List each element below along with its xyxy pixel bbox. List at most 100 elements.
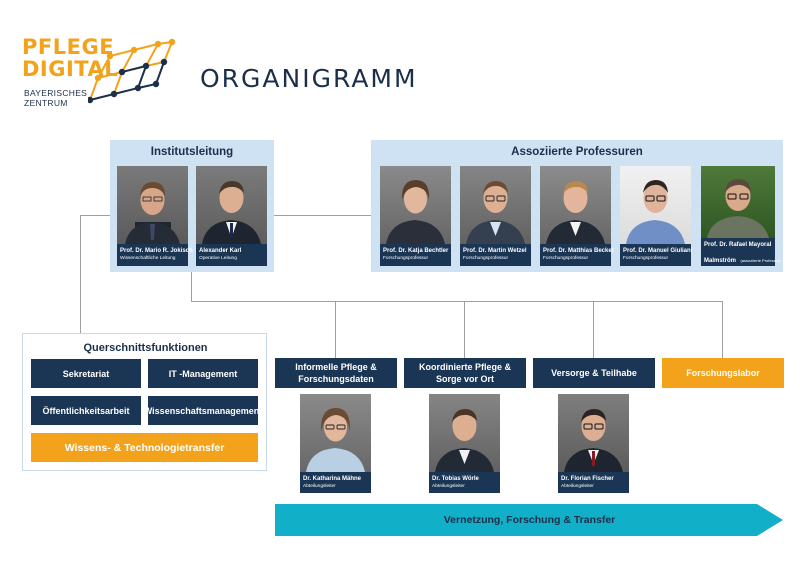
logo-sub1: BAYERISCHES: [24, 88, 88, 98]
portrait-icon: [435, 409, 494, 472]
person-caption: Dr. Katharina Mähne Abteilungsleiter: [300, 472, 371, 493]
wissenstransfer-box: Wissens- & Technologietransfer: [31, 433, 258, 462]
portrait-icon: [546, 181, 605, 244]
person-photo: [460, 166, 531, 244]
person-photo: [429, 394, 500, 472]
person-name: Prof. Dr. Manuel Giuliani: [623, 248, 693, 254]
oeffentlichkeitsarbeit-box: Öffentlichkeitsarbeit: [31, 396, 141, 425]
it-management-box: IT -Management: [148, 359, 258, 388]
abteilung-label: Versorge & Teilhabe: [551, 368, 637, 378]
person-card: Prof. Dr. Matthias Becker Forschungsprof…: [540, 166, 615, 266]
person-name: Prof. Dr. Mario R. Jokisch: [120, 248, 193, 254]
abteilung-label: Informelle Pflege &: [295, 362, 377, 372]
portrait-icon: [125, 182, 180, 244]
connector: [191, 272, 192, 301]
institutsleitung-title: Institutsleitung: [150, 146, 234, 158]
person-name: Prof. Dr. Rafael Mayoral: [704, 242, 772, 248]
person-name: Prof. Dr. Katja Bechtler: [383, 248, 449, 254]
connector: [80, 215, 81, 333]
institutsleitung-panel: Institutsleitung Prof. Dr. Mario R. Joki…: [110, 140, 274, 272]
logo: PFLEGE DIGITAL BAYERISCHES ZENTRUM: [22, 34, 182, 114]
portrait-icon: [466, 181, 525, 244]
person-name-row2: Malmström (assoziierte Professur): [704, 249, 780, 267]
person-card: Prof. Dr. Katja Bechtler Forschungsprofe…: [380, 166, 451, 266]
person-card: Dr. Florian Fischer Abteilungsleiter: [558, 394, 629, 493]
person-role: Abteilungsleiter: [303, 484, 336, 489]
person-role: Operative Leitung: [199, 256, 237, 261]
person-name: Dr. Tobias Wörle: [432, 476, 479, 482]
person-card: Prof. Dr. Martin Wetzel Forschungsprofes…: [460, 166, 531, 266]
portrait-icon: [707, 179, 769, 238]
person-photo: [300, 394, 371, 472]
person-caption: Dr. Florian Fischer Abteilungsleiter: [558, 472, 629, 493]
person-name: Dr. Katharina Mähne: [303, 476, 362, 482]
connector: [274, 215, 371, 216]
assoziierte-title: Assoziierte Professuren: [511, 146, 643, 158]
person-card: Dr. Katharina Mähne Abteilungsleiter: [300, 394, 371, 493]
person-photo: [117, 166, 188, 244]
person-name: Dr. Florian Fischer: [561, 476, 614, 482]
person-photo: [540, 166, 611, 244]
portrait-icon: [626, 180, 685, 244]
abteilung-koordinierte-pflege: Koordinierte Pflege & Sorge vor Ort: [404, 358, 526, 388]
person-caption: Prof. Dr. Matthias Becker Forschungsprof…: [540, 244, 615, 266]
wissenschaftsmanagement-box: Wissenschaftsmanagement: [144, 396, 262, 425]
person-caption: Prof. Dr. Rafael Mayoral Malmström (asso…: [701, 238, 780, 267]
person-photo: [620, 166, 691, 244]
person-card: Prof. Dr. Rafael Mayoral Malmström (asso…: [701, 166, 780, 267]
person-role: Abteilungsleiter: [432, 484, 465, 489]
person-card: Dr. Tobias Wörle Abteilungsleiter: [429, 394, 500, 493]
person-photo: [380, 166, 451, 244]
abteilung-label: Koordinierte Pflege &: [418, 362, 511, 372]
person-photo: [701, 166, 775, 238]
abteilung-label: Sorge vor Ort: [435, 374, 494, 384]
arrow-shape: [275, 504, 783, 536]
connector: [722, 301, 723, 358]
person-card: Alexander Karl Operative Leitung: [196, 166, 267, 266]
portrait-icon: [306, 408, 365, 472]
querschnitt-title: Querschnittsfunktionen: [83, 342, 208, 354]
person-role: Wissenschaftliche Leitung: [120, 256, 176, 261]
sekretariat-box: Sekretariat: [31, 359, 141, 388]
person-role: Forschungsprofessur: [463, 256, 509, 261]
logo-line2: DIGITAL: [22, 57, 119, 81]
connector: [80, 215, 110, 216]
page-title: ORGANIGRAMM: [200, 64, 418, 93]
connector: [191, 301, 723, 302]
person-caption: Prof. Dr. Katja Bechtler Forschungsprofe…: [380, 244, 451, 266]
person-name: Prof. Dr. Martin Wetzel: [463, 248, 527, 254]
connector: [593, 301, 594, 358]
portrait-icon: [386, 180, 445, 244]
assoziierte-panel: Assoziierte Professuren Prof. Dr. Katja …: [371, 140, 783, 272]
person-name: Alexander Karl: [199, 248, 242, 254]
arrow-label: Vernetzung, Forschung & Transfer: [443, 514, 616, 526]
logo-sub2: ZENTRUM: [24, 98, 68, 108]
abteilung-versorge-teilhabe: Versorge & Teilhabe: [533, 358, 655, 388]
person-card: Prof. Dr. Mario R. Jokisch Wissenschaftl…: [117, 166, 193, 266]
network-grid-icon: [88, 38, 176, 104]
person-role: Forschungsprofessur: [543, 256, 589, 261]
person-photo: [196, 166, 267, 244]
arrow-banner: [275, 504, 783, 536]
person-caption: Prof. Dr. Martin Wetzel Forschungsprofes…: [460, 244, 531, 266]
person-role: Abteilungsleiter: [561, 484, 594, 489]
person-caption: Prof. Dr. Manuel Giuliani Forschungsprof…: [620, 244, 693, 266]
person-photo: [558, 394, 629, 472]
portrait-icon: [564, 409, 623, 472]
logo-line1: PFLEGE: [22, 35, 115, 59]
person-caption: Prof. Dr. Mario R. Jokisch Wissenschaftl…: [117, 244, 193, 266]
connector: [335, 301, 336, 358]
person-card: Prof. Dr. Manuel Giuliani Forschungsprof…: [620, 166, 693, 266]
person-role: Forschungsprofessur: [623, 256, 669, 261]
abteilung-informelle-pflege: Informelle Pflege & Forschungsdaten: [275, 358, 397, 388]
abteilung-label: Forschungslabor: [686, 368, 760, 378]
person-caption: Dr. Tobias Wörle Abteilungsleiter: [429, 472, 500, 493]
connector: [464, 301, 465, 358]
person-role: Forschungsprofessur: [383, 256, 429, 261]
person-name: Prof. Dr. Matthias Becker: [543, 248, 615, 254]
abteilung-forschungslabor: Forschungslabor: [662, 358, 784, 388]
querschnitt-panel: Querschnittsfunktionen Sekretariat IT -M…: [22, 333, 267, 471]
abteilung-label: Forschungsdaten: [298, 374, 374, 384]
person-name2: Malmström: [704, 258, 737, 264]
portrait-icon: [202, 181, 261, 244]
